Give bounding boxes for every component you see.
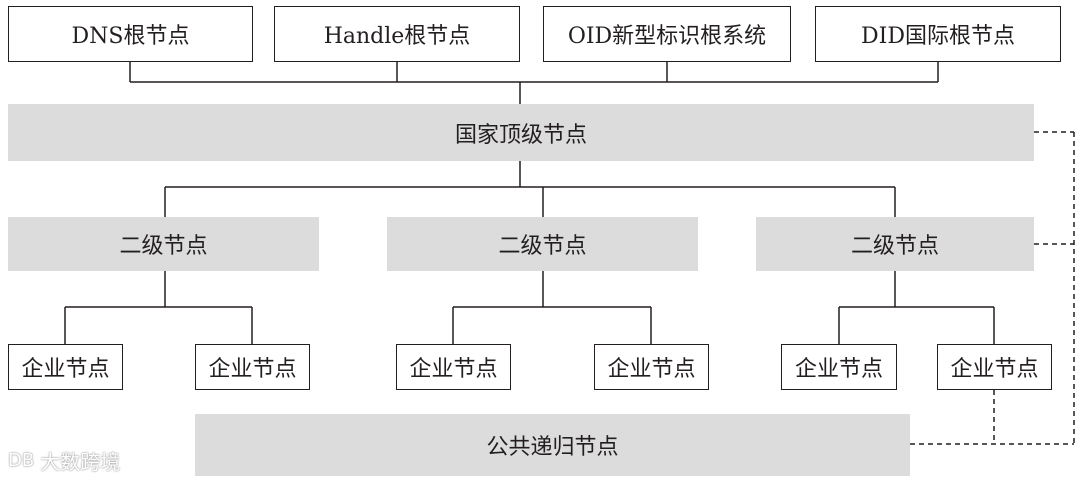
did-root-node: DID国际根节点 bbox=[815, 6, 1061, 62]
enterprise-node-4: 企业节点 bbox=[594, 344, 709, 390]
secondary-node-2: 二级节点 bbox=[387, 217, 698, 271]
enterprise-node-1: 企业节点 bbox=[8, 344, 123, 390]
oid-root-system: OID新型标识根系统 bbox=[543, 6, 791, 62]
watermark: DB 大数跨境 bbox=[8, 446, 120, 475]
enterprise-node-5: 企业节点 bbox=[781, 344, 897, 390]
public-recursive-node: 公共递归节点 bbox=[195, 414, 910, 476]
secondary-node-1: 二级节点 bbox=[8, 217, 319, 271]
watermark-text: 大数跨境 bbox=[40, 450, 121, 474]
secondary-node-3: 二级节点 bbox=[756, 217, 1034, 271]
handle-root-node: Handle根节点 bbox=[274, 6, 520, 62]
enterprise-node-2: 企业节点 bbox=[195, 344, 310, 390]
enterprise-node-3: 企业节点 bbox=[396, 344, 511, 390]
dns-root-node: DNS根节点 bbox=[8, 6, 253, 62]
enterprise-node-6: 企业节点 bbox=[937, 344, 1052, 390]
watermark-logo-icon: DB bbox=[8, 450, 35, 471]
national-top-node: 国家顶级节点 bbox=[8, 104, 1034, 161]
